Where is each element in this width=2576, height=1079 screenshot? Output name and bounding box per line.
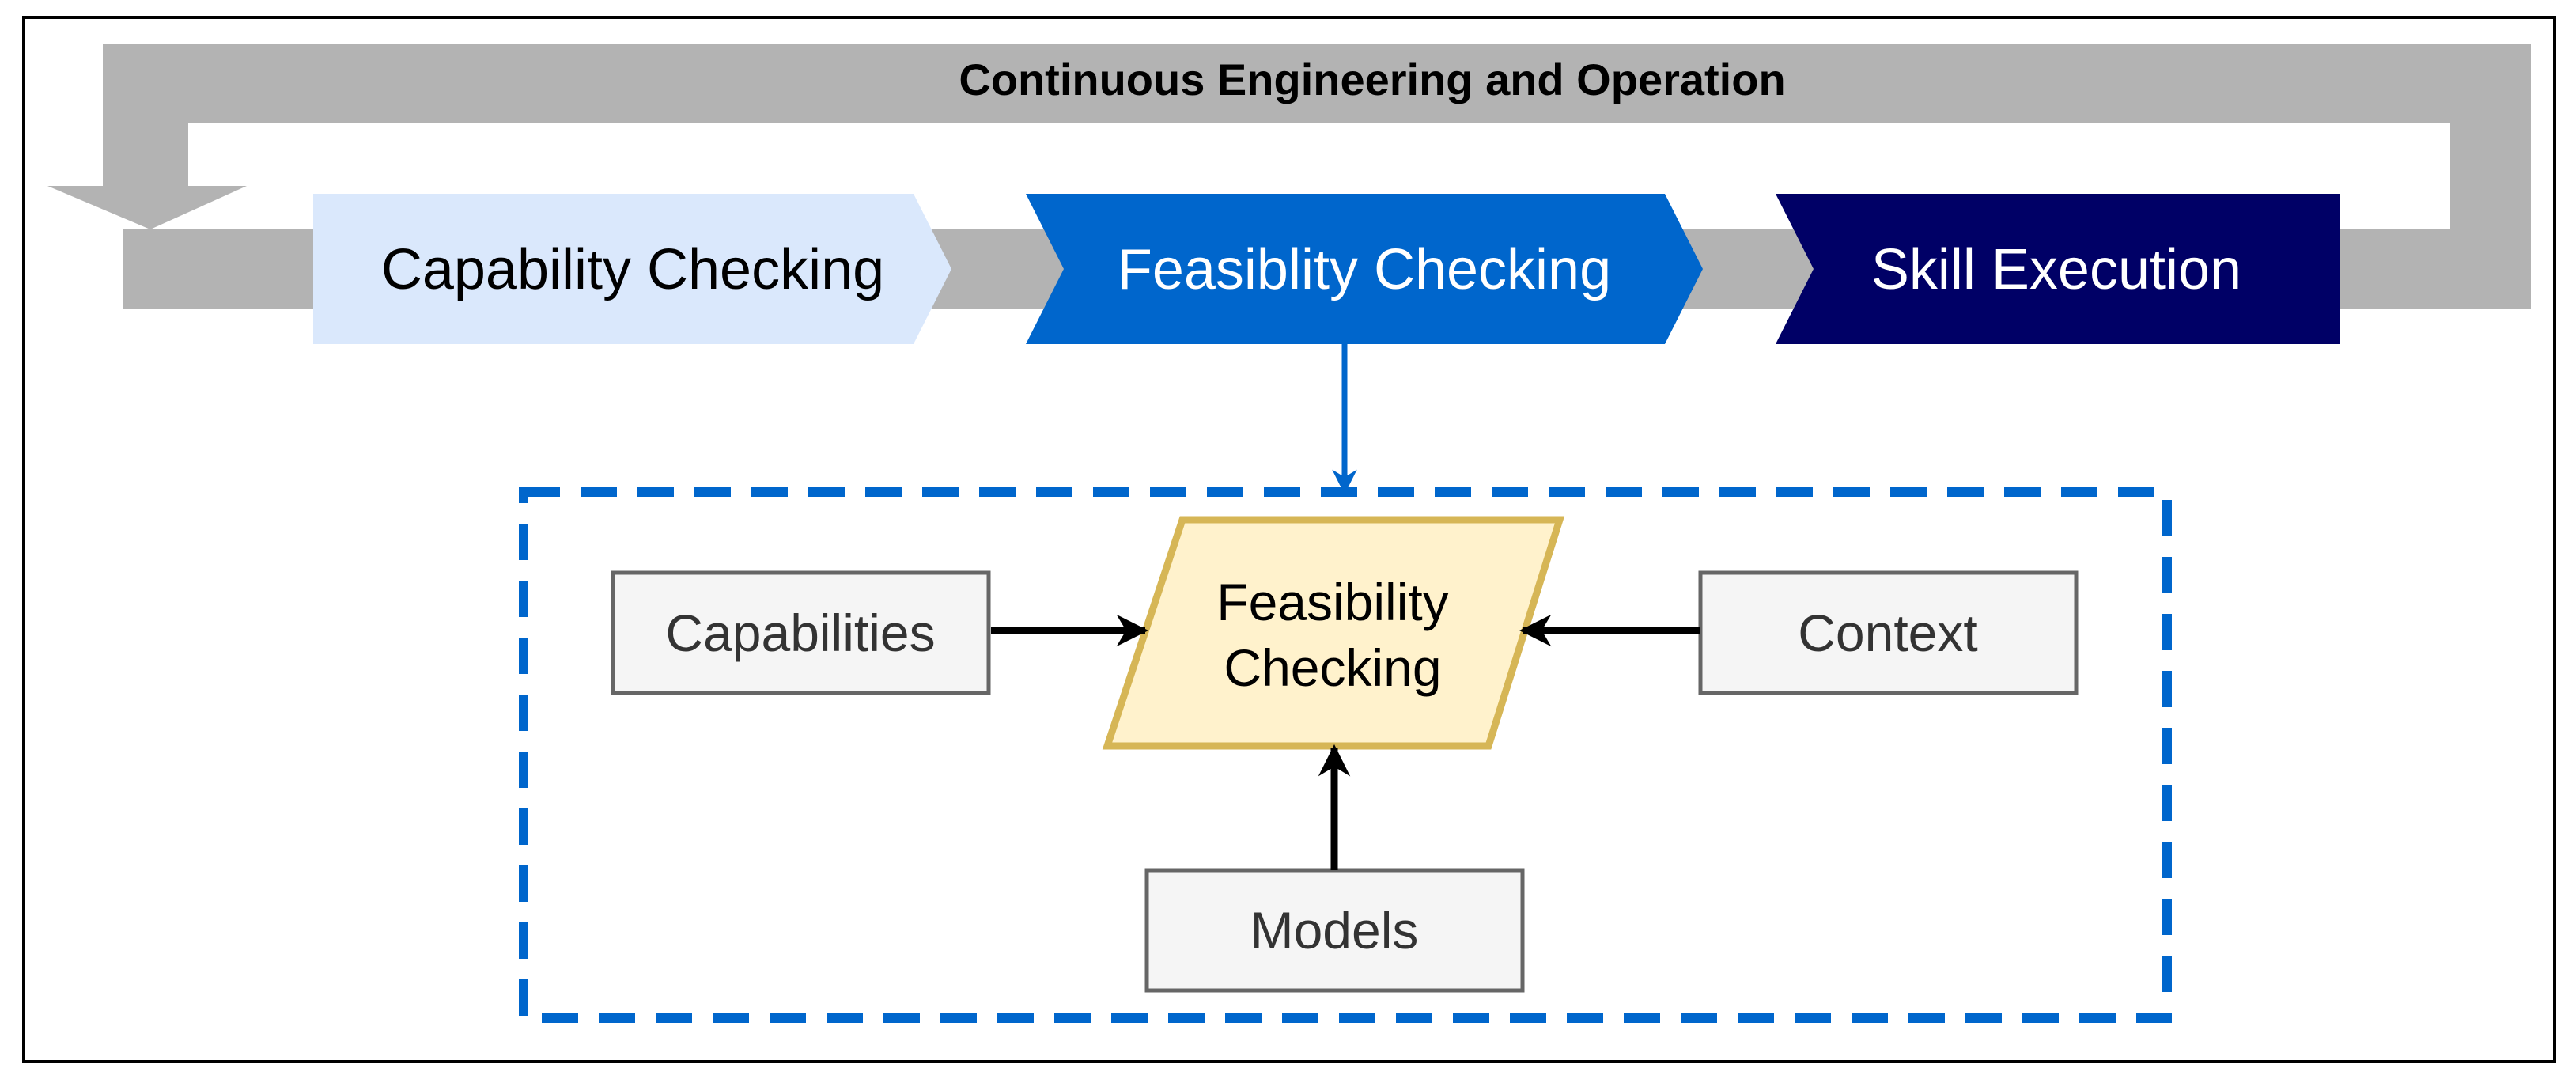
stage-chevron: [313, 194, 951, 344]
stage-feasibility-checking: Feasiblity Checking: [1026, 194, 1703, 344]
input-models: Models: [1144, 868, 1525, 993]
stage-capability-checking: Capability Checking: [313, 194, 951, 344]
stage-skill-execution: Skill Execution: [1776, 194, 2340, 344]
stage-label: Skill Execution: [1871, 238, 2241, 301]
stage-chevron: [1776, 194, 2340, 344]
loop-title: Continuous Engineering and Operation: [959, 55, 1785, 104]
stage-label: Feasiblity Checking: [1118, 238, 1611, 301]
detail-container: [519, 487, 2172, 1023]
input-context: Context: [1698, 570, 2079, 695]
center-label-line2: Checking: [1224, 638, 1441, 697]
input-capabilities: Capabilities: [611, 570, 991, 695]
input-box: [611, 570, 991, 695]
center-parallelogram: [1102, 516, 1565, 750]
input-label: Models: [1250, 901, 1419, 960]
input-label: Context: [1798, 604, 1977, 662]
input-box: [1698, 570, 2079, 695]
input-label: Capabilities: [665, 604, 935, 662]
stage-chevron: [1026, 194, 1703, 344]
center-label-line1: Feasibility: [1216, 573, 1448, 631]
stage-label: Capability Checking: [381, 238, 884, 301]
center-feasibility-checking: Feasibility Checking: [1102, 516, 1565, 750]
input-box: [1144, 868, 1525, 993]
